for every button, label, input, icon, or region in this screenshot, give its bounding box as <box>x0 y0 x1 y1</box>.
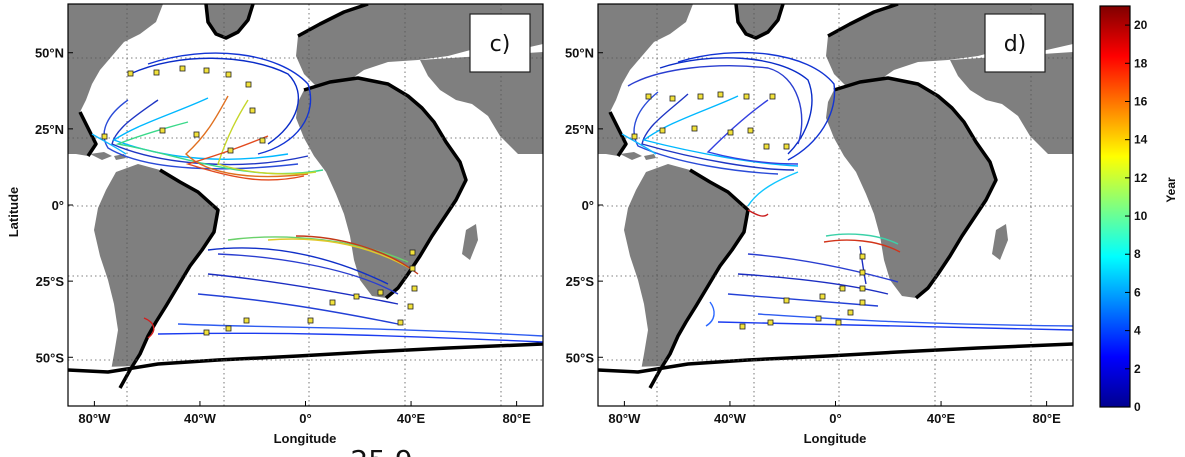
y-tick-label: 50°N <box>565 46 594 61</box>
panel-label-d: d) <box>1004 32 1027 57</box>
map-panel-c: c) <box>67 3 544 407</box>
y-tick-label: 0° <box>582 198 594 213</box>
colorbar-tick-label: 12 <box>1134 171 1148 185</box>
x-tick-label: 40°E <box>397 411 426 426</box>
colorbar-tick-label: 8 <box>1134 247 1141 261</box>
colorbar-label: Year <box>1164 177 1178 203</box>
colorbar-tick-label: 2 <box>1134 362 1141 376</box>
y-tick-label: 25°N <box>35 122 64 137</box>
x-tick-labels-d: 80°W 40°W 0° 40°E 80°E <box>608 401 1061 426</box>
y-tick-labels-d: 50°N 25°N 0° 25°S 50°S <box>565 46 603 365</box>
colorbar-tick-label: 20 <box>1134 18 1148 32</box>
y-tick-label: 50°S <box>566 350 595 365</box>
x-tick-label: 80°W <box>608 411 641 426</box>
y-tick-label: 25°S <box>36 274 65 289</box>
y-tick-label: 25°N <box>565 122 594 137</box>
x-tick-labels-c: 80°W 40°W 0° 40°E 80°E <box>78 401 531 426</box>
x-tick-label: 40°W <box>714 411 747 426</box>
x-tick-label: 80°W <box>78 411 111 426</box>
colorbar-tick-label: 18 <box>1134 56 1148 70</box>
y-tick-labels-c: 50°N 25°N 0° 25°S 50°S <box>35 46 73 365</box>
x-tick-label: 0° <box>299 411 311 426</box>
colorbar-tick-label: 10 <box>1134 209 1148 223</box>
x-tick-label: 80°E <box>1032 411 1061 426</box>
x-axis-label-d: Longitude <box>804 431 867 446</box>
colorbar-tick-label: 4 <box>1134 324 1141 338</box>
colorbar-ticks: 0 2 4 6 8 10 12 14 16 18 20 <box>1125 18 1148 414</box>
colorbar-tick-label: 14 <box>1134 133 1148 147</box>
map-panel-d: d) <box>597 3 1074 407</box>
y-axis-label: Latitude <box>6 187 21 238</box>
colorbar-tick-label: 0 <box>1134 400 1141 414</box>
y-tick-label: 25°S <box>566 274 595 289</box>
y-tick-label: 50°S <box>36 350 65 365</box>
colorbar-tick-label: 6 <box>1134 285 1141 299</box>
x-tick-label: 0° <box>829 411 841 426</box>
colorbar: 0 2 4 6 8 10 12 14 16 18 20 Year <box>1099 5 1178 414</box>
x-tick-label: 40°E <box>927 411 956 426</box>
equation-fragment: = 25.9 <box>318 444 413 457</box>
x-tick-label: 40°W <box>184 411 217 426</box>
y-tick-label: 0° <box>52 198 64 213</box>
x-tick-label: 80°E <box>502 411 531 426</box>
x-axis-label-c: Longitude <box>274 431 337 446</box>
colorbar-tick-label: 16 <box>1134 94 1148 108</box>
panel-label-c: c) <box>490 32 511 57</box>
y-tick-label: 50°N <box>35 46 64 61</box>
